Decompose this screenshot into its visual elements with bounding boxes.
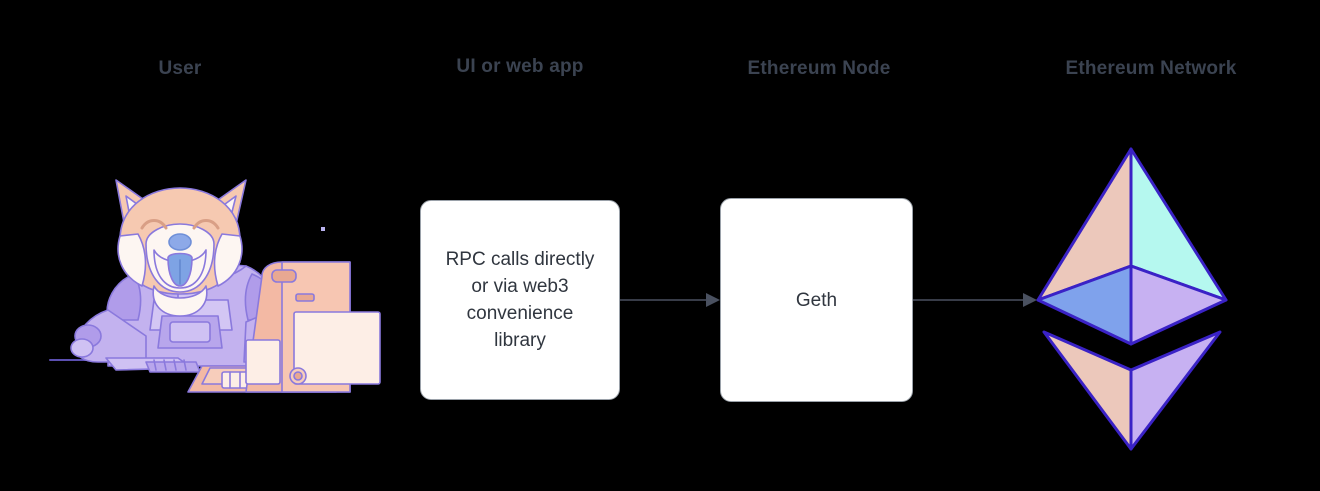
node-geth-label: Geth	[795, 289, 838, 311]
arrow-geth-to-network	[911, 288, 1039, 312]
stray-pixel-dot	[321, 227, 325, 231]
node-rpc-box[interactable]: RPC calls directly or via web3 convenien…	[420, 200, 620, 400]
node-geth-box[interactable]: Geth	[720, 198, 913, 402]
ethereum-logo	[1036, 146, 1228, 452]
column-header-ethereum-node: Ethereum Node	[747, 58, 891, 79]
node-rpc-label: RPC calls directly or via web3 convenien…	[445, 249, 595, 351]
column-header-user: User	[158, 58, 202, 79]
column-header-ui-web-app: UI or web app	[456, 56, 584, 77]
column-header-ethereum-network: Ethereum Network	[1065, 58, 1237, 79]
arrow-rpc-to-geth	[618, 288, 722, 312]
doge-at-computer-illustration	[49, 170, 381, 410]
